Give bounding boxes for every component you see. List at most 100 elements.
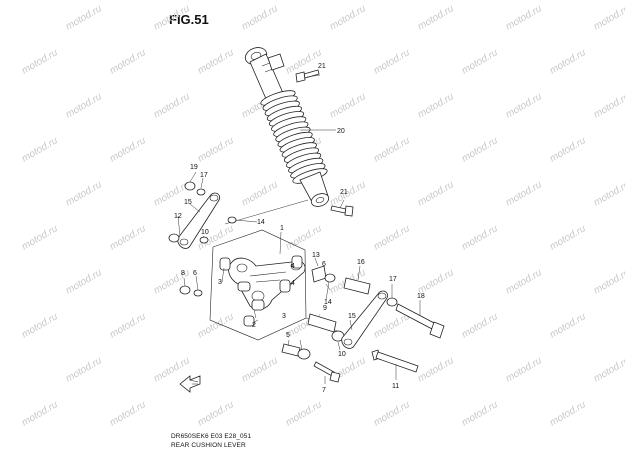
watermark-text: motod.ru <box>504 91 544 120</box>
watermark-text: motod.ru <box>108 223 148 252</box>
watermark-text: motod.ru <box>592 355 625 384</box>
watermark-text: motod.ru <box>196 47 236 76</box>
front-arrow-icon <box>179 375 201 393</box>
shock-absorber <box>244 47 330 207</box>
washer-17 <box>386 297 398 307</box>
watermark-text: motod.ru <box>328 179 368 208</box>
callout-9: 9 <box>323 305 327 312</box>
cushion-rod-right <box>341 290 389 349</box>
watermark-text: motod.ru <box>284 223 324 252</box>
callout-2: 2 <box>252 322 256 329</box>
watermark-text: motod.ru <box>284 399 324 428</box>
spacers <box>281 265 345 360</box>
watermark-text: motod.ru <box>108 399 148 428</box>
watermark-text: motod.ru <box>372 135 412 164</box>
lever-bushings <box>219 255 303 327</box>
watermark-text: motod.ru <box>592 3 625 32</box>
callout-6-right: 6 <box>322 261 326 268</box>
watermark-text: motod.ru <box>504 179 544 208</box>
callout-10-left: 10 <box>201 229 209 236</box>
bolt-11 <box>371 349 419 373</box>
watermark-text: motod.ru <box>416 3 456 32</box>
callout-21-upper: 21 <box>318 63 326 70</box>
shock-spring <box>260 90 328 184</box>
bolt-upper <box>295 69 320 83</box>
callout-3-left: 3 <box>218 279 222 286</box>
watermark-text: motod.ru <box>592 179 625 208</box>
figure-title: FIG.51 <box>169 12 209 27</box>
watermark-text: motod.ru <box>108 47 148 76</box>
leader-lines <box>177 74 421 384</box>
watermark-text: motod.ru <box>504 267 544 296</box>
callout-11: 11 <box>392 383 399 390</box>
watermark-text: motod.ru <box>328 3 368 32</box>
callout-1: 1 <box>280 225 284 232</box>
callout-17-right: 17 <box>389 276 397 283</box>
watermark-text: motod.ru <box>416 91 456 120</box>
callout-14-upper: 14 <box>257 219 265 226</box>
watermark-text: motod.ru <box>64 267 104 296</box>
watermark-text: motod.ru <box>108 135 148 164</box>
callout-13: 13 <box>312 252 320 259</box>
callout-12: 12 <box>174 213 182 220</box>
callout-19: 19 <box>190 164 198 171</box>
callout-10-right: 10 <box>338 351 346 358</box>
watermark-text: motod.ru <box>460 223 500 252</box>
watermark-text: motod.ru <box>64 91 104 120</box>
watermark-text: motod.ru <box>152 3 192 32</box>
watermark-text: motod.ru <box>372 47 412 76</box>
watermark-text: motod.ru <box>372 223 412 252</box>
callout-4-upper: 4 <box>291 263 295 270</box>
watermark-text: motod.ru <box>548 135 588 164</box>
watermark-text: motod.ru <box>548 47 588 76</box>
watermark-text: motod.ru <box>196 399 236 428</box>
watermark-text: motod.ru <box>196 311 236 340</box>
callout-18: 18 <box>417 293 425 300</box>
callout-17-left: 17 <box>200 172 208 179</box>
watermark-text: motod.ru <box>460 47 500 76</box>
watermark-text: motod.ru <box>64 355 104 384</box>
bolt-18 <box>395 303 445 339</box>
callout-6-left: 6 <box>193 270 197 277</box>
callout-14-lower: 14 <box>324 299 332 306</box>
watermark-text: motod.ru <box>20 399 60 428</box>
callout-7: 7 <box>322 387 326 394</box>
callout-8: 8 <box>181 270 185 277</box>
callout-20: 20 <box>337 128 345 135</box>
callout-4-lower: 4 <box>291 280 295 287</box>
watermark-text: motod.ru <box>504 355 544 384</box>
watermark-text: motod.ru <box>20 47 60 76</box>
watermark-text: motod.ru <box>372 399 412 428</box>
watermark-text: motod.ru <box>64 179 104 208</box>
callout-15-left: 15 <box>184 199 192 206</box>
callout-16: 16 <box>357 259 365 266</box>
watermark-text: motod.ru <box>504 3 544 32</box>
watermark-text: motod.ru <box>592 91 625 120</box>
watermark-text: motod.ru <box>416 355 456 384</box>
callout-21-lower: 21 <box>340 189 348 196</box>
watermark-text: motod.ru <box>592 267 625 296</box>
watermark-text: motod.ru <box>460 135 500 164</box>
left-fasteners <box>168 181 237 297</box>
watermark-text: motod.ru <box>240 3 280 32</box>
callout-3-right: 3 <box>282 313 286 320</box>
watermark-text: motod.ru <box>20 223 60 252</box>
watermark-text: motod.ru <box>20 311 60 340</box>
watermark-text: motod.ru <box>460 311 500 340</box>
watermark-text: motod.ru <box>20 135 60 164</box>
figure-code: DR650SEK6 E03 E28_051 <box>171 433 252 440</box>
watermark-text: motod.ru <box>240 179 280 208</box>
cushion-rod-left <box>177 192 221 249</box>
watermark-text: motod.ru <box>196 135 236 164</box>
watermark-text: motod.ru <box>240 355 280 384</box>
bolt-lower <box>330 205 354 217</box>
callout-numbers: 21 20 21 19 17 15 12 10 14 1 8 6 3 4 4 3… <box>174 63 425 394</box>
callout-15-right: 15 <box>348 313 356 320</box>
watermark-text: motod.ru <box>152 91 192 120</box>
figure-name: REAR CUSHION LEVER <box>171 442 246 449</box>
watermark-text: motod.ru <box>328 91 368 120</box>
watermark-text: motod.ru <box>548 223 588 252</box>
spacer-16 <box>343 277 371 295</box>
watermark-text: motod.ru <box>108 311 148 340</box>
